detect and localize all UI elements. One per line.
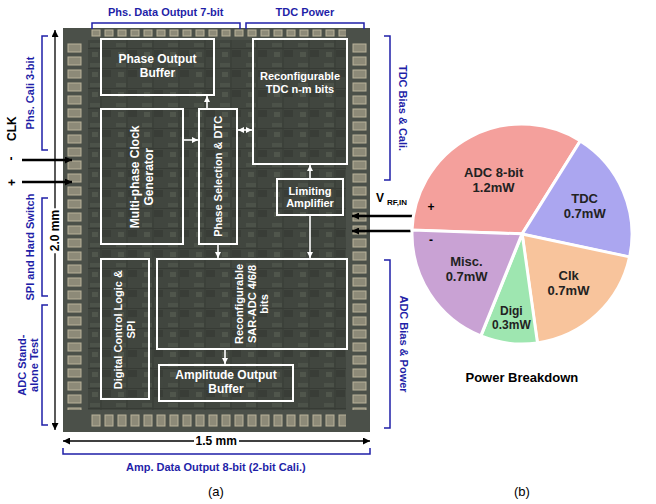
slice-label: 0.7mW [564,207,606,222]
annotation-label: + [5,179,18,186]
signal-arrow [309,165,311,178]
pin-group-label: ADC Stand-alone Test [16,330,40,400]
circuit-block: Limiting Amplifier [276,178,344,216]
slice-label: 0.7mW [548,284,590,299]
die-body [63,28,370,432]
circuit-block: Multi-phase Clock Generator [100,108,184,245]
pin-group-label: SPI and Hard Switch [24,194,36,301]
block-label: Reconfigurable SAR-ADC 4/6/8 bits [233,263,271,345]
slice-label: 0.3mW [492,319,531,333]
block-label: Amplitude Output Buffer [163,369,289,397]
bond-pads [350,42,368,410]
pin-group-label: ADC Bias & Power [397,295,409,392]
pin-group-label: TDC Bias & Cali. [397,65,409,151]
pin-group-label: Amp. Data Output 8-bit (2-bit Cali.) [126,461,306,473]
block-label: Phase Output Buffer [105,53,210,81]
circuit-block: Digital Control Logic & SPI [100,258,150,400]
slice-label: Clk [559,269,579,284]
circuit-block: Reconfigurable SAR-ADC 4/6/8 bits [156,258,348,350]
annotation-label: CLK [5,116,18,141]
panel-caption: (b) [514,485,530,499]
slice-label: Misc. [450,255,483,270]
circuit-block: Amplitude Output Buffer [158,364,294,402]
signal-arrow [184,139,198,141]
pin-group-label: Phs. Cali 3-bit [24,57,36,130]
pin-group-label: TDC Power [276,6,335,18]
signal-arrow [224,350,226,364]
block-label: Limiting Amplifier [281,185,339,210]
slice-fill [522,234,630,343]
signal-arrow [238,129,252,131]
circuit-block: Phase Selection & DTC [198,108,238,245]
pin-bracket [42,23,390,454]
block-label: Phase Selection & DTC [212,113,225,240]
signal-arrow [217,245,219,258]
bond-pads [90,29,346,38]
pin-group-label: Phs. Data Output 7-bit [108,6,224,18]
annotation-label: Power Breakdown [466,371,579,385]
slice-label: TDC [571,192,598,207]
block-label: Multi-phase Clock Generator [128,113,156,240]
bond-pads [90,412,346,428]
dimension-label: 1.5 mm [194,435,239,448]
annotation-label: + [428,201,435,214]
signal-arrow [206,96,208,108]
dimension-label: 2.0 mm [49,207,62,252]
circuit-block: Phase Output Buffer [100,38,215,96]
signal-arrow [309,216,311,258]
annotation-label: - [5,156,18,160]
annotation-label: RF,IN [387,199,407,208]
slice-label: 0.7mW [446,270,488,285]
block-label: Digital Control Logic & SPI [112,263,137,395]
circuit-block: Reconfigurable TDC n-m bits [252,38,348,165]
annotation-label: V [376,192,384,205]
panel-caption: (a) [208,485,224,499]
slice-fill [412,230,522,336]
bond-pads [66,42,84,410]
slice-label: 1.2mW [473,181,515,196]
dimension-line [55,30,370,441]
slice-label: Digi [500,305,523,319]
block-label: Reconfigurable TDC n-m bits [257,70,343,95]
annotation-label: - [429,234,433,247]
slice-label: ADC 8-bit [464,166,523,181]
